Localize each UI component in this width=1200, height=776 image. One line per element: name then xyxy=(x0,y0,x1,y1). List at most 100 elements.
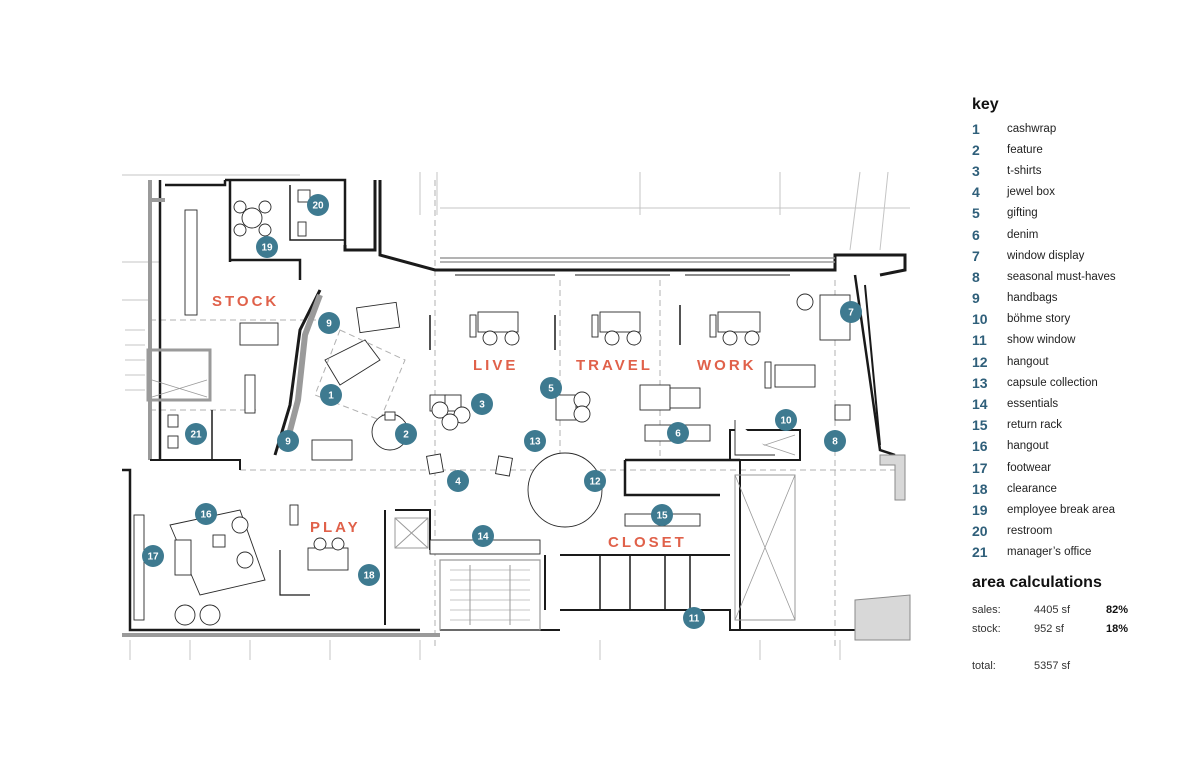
furniture xyxy=(133,189,851,626)
key-item-label: employee break area xyxy=(1007,503,1116,516)
zone-labels: STOCK LIVE TRAVEL WORK PLAY CLOSET xyxy=(212,293,757,551)
svg-text:20: 20 xyxy=(312,201,324,212)
svg-text:6: 6 xyxy=(675,429,681,440)
floor-plan: STOCK LIVE TRAVEL WORK PLAY CLOSET 1 2 3… xyxy=(122,171,911,660)
plan-marker-7: 7 xyxy=(840,301,862,323)
key-item-label: window display xyxy=(1007,249,1085,262)
plan-marker-11: 11 xyxy=(683,607,705,629)
svg-text:16: 16 xyxy=(200,510,212,521)
key-item: 17 footwear xyxy=(972,457,1182,478)
svg-text:10: 10 xyxy=(780,416,792,427)
svg-text:2: 2 xyxy=(403,430,409,441)
svg-text:3: 3 xyxy=(479,400,485,411)
area-percent: 18% xyxy=(1106,622,1129,635)
area-row-stock: stock: 952 sf 18% xyxy=(972,619,1182,638)
svg-text:21: 21 xyxy=(190,430,202,441)
plan-marker-10: 10 xyxy=(775,409,797,431)
key-item-number: 21 xyxy=(972,544,988,561)
key-item: 12 hangout xyxy=(972,351,1182,372)
key-item-number: 8 xyxy=(972,268,980,285)
area-value: 952 sf xyxy=(1034,622,1064,635)
svg-text:9: 9 xyxy=(326,319,332,330)
zone-live: LIVE xyxy=(473,357,518,374)
svg-text:1: 1 xyxy=(328,391,334,402)
key-item-label: return rack xyxy=(1007,419,1062,432)
plan-marker-20: 20 xyxy=(307,194,329,216)
key-item-label: hangout xyxy=(1007,355,1049,368)
svg-text:18: 18 xyxy=(363,571,375,582)
key-item-number: 13 xyxy=(972,374,988,391)
key-item: 13 capsule collection xyxy=(972,372,1182,393)
zone-work: WORK xyxy=(697,357,757,374)
key-item: 2 feature xyxy=(972,139,1182,160)
area-value: 4405 sf xyxy=(1034,603,1071,616)
plan-marker-3: 3 xyxy=(471,393,493,415)
key-item-number: 11 xyxy=(972,332,987,349)
key-item-number: 20 xyxy=(972,523,988,540)
key-item-label: böhme story xyxy=(1007,313,1071,326)
svg-text:9: 9 xyxy=(285,437,291,448)
svg-text:17: 17 xyxy=(147,552,159,563)
key-item-label: capsule collection xyxy=(1007,376,1098,389)
key-item-label: t-shirts xyxy=(1007,164,1042,177)
svg-text:7: 7 xyxy=(848,308,854,319)
plan-marker-18: 18 xyxy=(358,564,380,586)
key-item-number: 17 xyxy=(972,459,988,476)
key-item: 10 böhme story xyxy=(972,309,1182,330)
key-item-label: clearance xyxy=(1007,482,1057,495)
key-item-label: restroom xyxy=(1007,525,1053,538)
key-item-number: 1 xyxy=(972,120,980,137)
svg-text:19: 19 xyxy=(261,243,273,254)
key-item: 20 restroom xyxy=(972,521,1182,542)
key-item-number: 2 xyxy=(972,141,980,158)
plan-markers: 1 2 3 4 5 6 7 8 9 9 10 11 12 13 14 15 16… xyxy=(142,194,862,629)
context-lines xyxy=(122,171,910,660)
key-item-number: 10 xyxy=(972,311,988,328)
svg-text:12: 12 xyxy=(589,477,601,488)
area-percent: 82% xyxy=(1106,603,1129,616)
area-row-sales: sales: 4405 sf 82% xyxy=(972,600,1182,619)
svg-text:4: 4 xyxy=(455,477,461,488)
key-item: 1 cashwrap xyxy=(972,118,1182,139)
area-label: stock: xyxy=(972,622,1001,635)
key-item-label: cashwrap xyxy=(1007,122,1057,135)
area-calculations: area calculations sales: 4405 sf 82% sto… xyxy=(972,574,1182,675)
plan-marker-2: 2 xyxy=(395,423,417,445)
plan-marker-14: 14 xyxy=(472,525,494,547)
key-item-label: gifting xyxy=(1007,207,1038,220)
key-item-label: footwear xyxy=(1007,461,1052,474)
key-item-label: hangout xyxy=(1007,440,1049,453)
key-item-number: 3 xyxy=(972,162,980,179)
key-item-number: 12 xyxy=(972,353,988,370)
svg-text:13: 13 xyxy=(529,437,541,448)
plan-marker-12: 12 xyxy=(584,470,606,492)
svg-text:5: 5 xyxy=(548,384,554,395)
key-item-number: 6 xyxy=(972,226,980,243)
key-item-label: feature xyxy=(1007,143,1043,156)
area-label: sales: xyxy=(972,603,1001,616)
plan-marker-16: 16 xyxy=(195,503,217,525)
area-label: total: xyxy=(972,659,996,672)
key-item-label: manager’s office xyxy=(1007,546,1092,559)
zone-closet: CLOSET xyxy=(608,534,687,551)
key-item: 3 t-shirts xyxy=(972,160,1182,181)
area-row-total: total: 5357 sf xyxy=(972,656,1182,675)
walls xyxy=(122,178,911,641)
svg-text:8: 8 xyxy=(832,437,838,448)
key-item: 21 manager’s office xyxy=(972,542,1182,563)
key-item-label: denim xyxy=(1007,228,1039,241)
key-title: key xyxy=(972,96,999,113)
key-item-number: 15 xyxy=(972,417,988,434)
plan-marker-9a: 9 xyxy=(318,312,340,334)
plan-marker-15: 15 xyxy=(651,504,673,526)
key-item: 15 return rack xyxy=(972,415,1182,436)
plan-marker-17: 17 xyxy=(142,545,164,567)
